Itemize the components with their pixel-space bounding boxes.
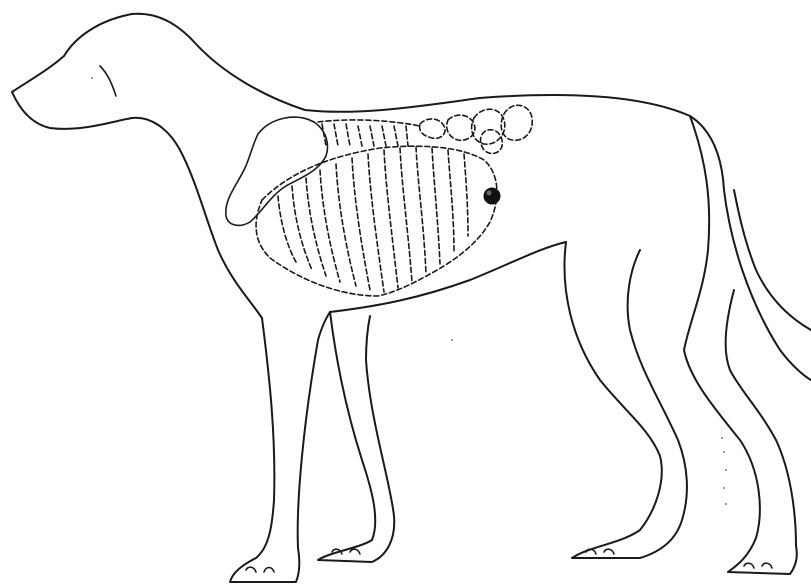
front-leg-near-outline <box>230 312 330 582</box>
scan-speck <box>721 437 723 439</box>
tail-underside-outline <box>734 190 811 330</box>
rib-3 <box>306 178 326 276</box>
location-marker-highlight <box>487 191 492 196</box>
rib-6 <box>352 158 370 290</box>
vertebra-3 <box>346 124 350 146</box>
vertebrae-group <box>318 120 420 146</box>
location-marker-dot <box>484 188 500 204</box>
rear-leg-far-outline <box>684 116 797 574</box>
rib-7 <box>368 154 384 292</box>
rear-leg-near-outline <box>564 242 686 558</box>
scan-speck <box>451 339 453 341</box>
rib-8 <box>384 150 398 288</box>
rib-12 <box>448 150 454 252</box>
front-leg-far-outline <box>318 312 394 562</box>
lumbar-structures-group <box>420 105 533 153</box>
rib-9 <box>400 148 412 282</box>
lumbar-blob-5 <box>481 130 503 154</box>
vertebra-2 <box>334 124 338 146</box>
rib-2 <box>292 186 312 270</box>
muzzle-throat-outline <box>12 92 262 318</box>
lumbar-blob-1 <box>420 119 445 138</box>
scan-speck <box>723 487 725 489</box>
belly-outline <box>330 242 566 312</box>
vertebra-5 <box>370 126 374 146</box>
scan-speck <box>91 77 93 79</box>
vertebra-6 <box>382 126 386 146</box>
scan-artifacts-group <box>91 77 727 505</box>
rear-leg-near-toes <box>586 549 614 554</box>
scan-speck <box>725 469 727 471</box>
front-leg-near-toes <box>246 567 274 572</box>
lumbar-blob-3 <box>472 109 505 144</box>
vertebra-7 <box>394 126 398 146</box>
lumbar-blob-2 <box>447 115 475 140</box>
rib-11 <box>432 148 440 264</box>
rear-leg-far-toes <box>744 563 772 568</box>
lumbar-blob-4 <box>501 105 532 140</box>
vertebra-8 <box>406 126 408 146</box>
rib-13 <box>464 154 468 236</box>
scan-speck <box>725 503 727 505</box>
rib-10 <box>416 147 426 274</box>
scapula-shape <box>226 117 328 225</box>
spine-top-line <box>318 120 420 126</box>
vertebra-4 <box>358 126 362 146</box>
scan-speck <box>723 451 725 453</box>
ear-outline <box>100 66 116 96</box>
rib-1 <box>278 196 296 262</box>
